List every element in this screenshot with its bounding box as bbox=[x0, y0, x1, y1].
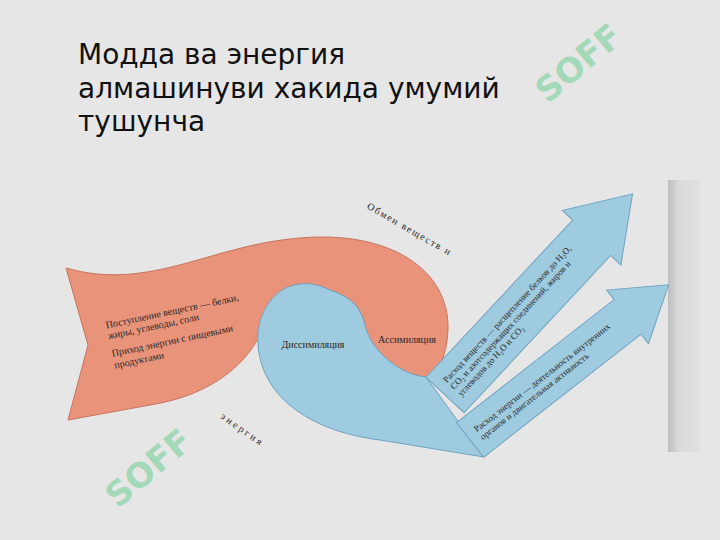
assimilation-lobe: Ассимиляция bbox=[372, 334, 442, 345]
band-text: Ассимиляция bbox=[372, 334, 442, 345]
watermark: SOFF bbox=[527, 16, 629, 111]
side-bar bbox=[668, 180, 700, 452]
slide-title: Модда ва энергия алмашинуви хакида умуми… bbox=[78, 38, 518, 139]
band-text: Диссимиляция bbox=[268, 339, 358, 350]
watermark: SOFF bbox=[97, 421, 199, 516]
arc-label: энергия bbox=[219, 410, 267, 448]
dissimilation-lobe: Диссимиляция bbox=[268, 339, 358, 350]
